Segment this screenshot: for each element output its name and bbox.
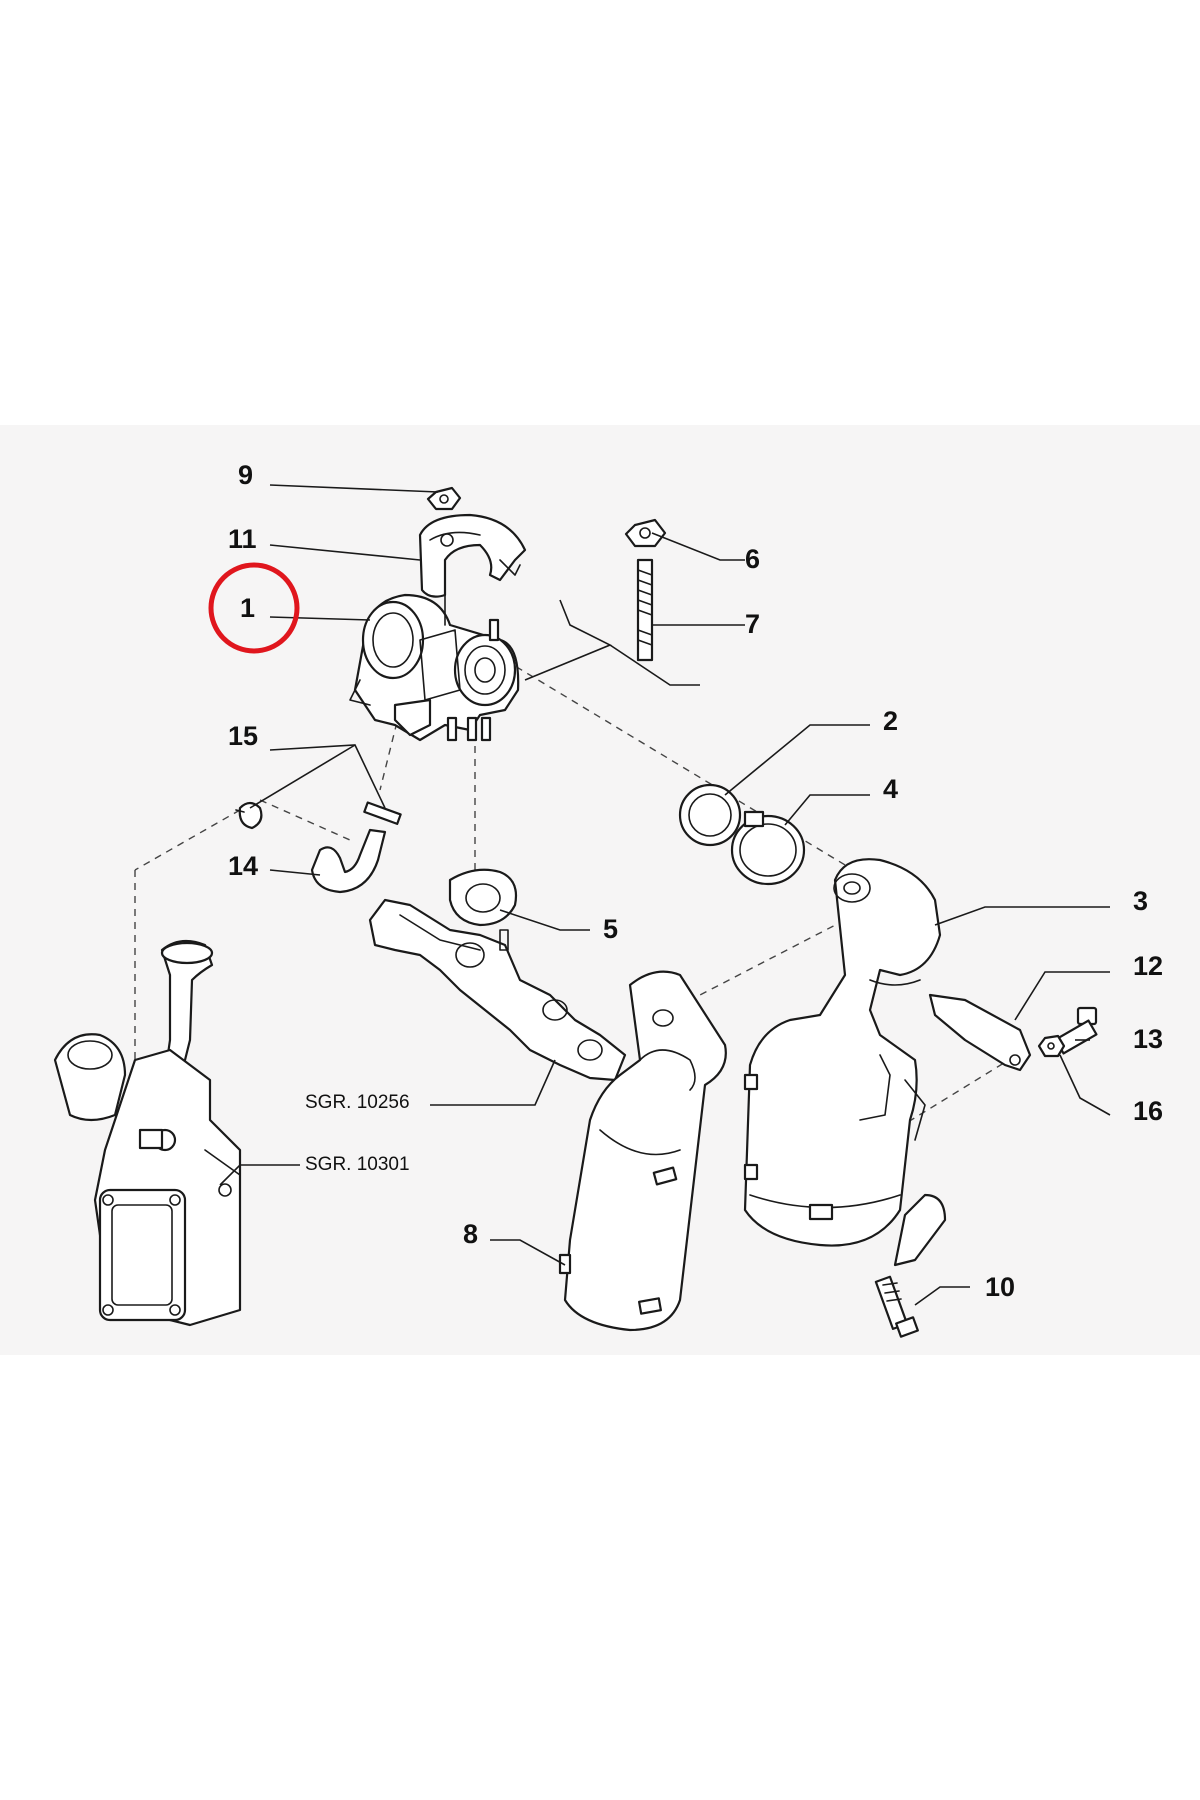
callout-1: 1 — [240, 593, 255, 623]
leader-15b — [249, 744, 356, 809]
callout-12: 12 — [1133, 951, 1163, 981]
pipe-outline-lines — [524, 599, 700, 686]
part-9-nut — [426, 486, 462, 511]
highlight-circle-part-1 — [208, 562, 300, 654]
callout-3: 3 — [1133, 886, 1148, 916]
leader-14 — [269, 869, 321, 876]
part-7-stud — [636, 558, 654, 662]
callout-6: 6 — [745, 544, 760, 574]
dash-turbo-to-catalyst — [504, 659, 871, 881]
dash-hose — [259, 799, 351, 841]
leader-11 — [269, 544, 421, 561]
callout-15: 15 — [228, 721, 258, 751]
leader-2 — [724, 724, 870, 796]
dash-clip-to-filter — [134, 809, 241, 871]
part-16-nut — [1037, 1034, 1066, 1058]
part-15-clips — [235, 801, 402, 830]
leader-5 — [499, 909, 590, 931]
reference-sgr-10301: SGR. 10301 — [305, 1154, 410, 1175]
leader-12 — [1014, 971, 1110, 1021]
callout-8: 8 — [463, 1219, 478, 1249]
part-12-bracket — [928, 993, 1032, 1072]
callout-9: 9 — [238, 460, 253, 490]
callout-11: 11 — [228, 524, 257, 554]
leader-6 — [651, 532, 745, 561]
part-10-bolt — [874, 1275, 919, 1338]
part-14-hose — [310, 828, 387, 894]
callout-7: 7 — [745, 609, 760, 639]
leader-1 — [269, 616, 371, 621]
oil-filter-housing — [53, 939, 242, 1327]
callout-10: 10 — [985, 1272, 1015, 1302]
callout-labels: 9 11 1 6 7 2 4 15 14 5 3 12 13 16 8 10 S… — [228, 460, 1163, 1302]
leader-4 — [784, 794, 870, 826]
exhaust-manifold — [368, 898, 627, 1082]
part-8-catalyst-shield — [558, 970, 727, 1332]
leader-10 — [914, 1286, 970, 1306]
leader-sgr-10301 — [219, 1164, 300, 1186]
dash-catalyst-to-dpf — [699, 919, 846, 996]
leader-8 — [490, 1239, 566, 1266]
callout-2: 2 — [883, 706, 898, 736]
part-3-particulate-filter — [743, 858, 947, 1267]
leader-sgr-10256 — [430, 1059, 556, 1106]
part-6-nut — [624, 518, 667, 548]
callout-13: 13 — [1133, 1024, 1163, 1054]
callout-16: 16 — [1133, 1096, 1163, 1126]
leader-16 — [1059, 1054, 1111, 1116]
leader-15a — [269, 744, 386, 809]
part-4-clamp — [730, 810, 806, 886]
assembly-dashed-lines — [134, 659, 1026, 1131]
callout-14: 14 — [228, 851, 258, 881]
leader-3 — [934, 906, 1110, 926]
part-13-bolt — [1054, 1006, 1098, 1055]
callout-leader-lines — [219, 484, 1111, 1306]
part-2-gasket-ring — [678, 783, 742, 847]
part-11-heat-shield — [418, 513, 527, 598]
part-1-turbocharger — [349, 593, 520, 742]
leader-9 — [269, 484, 439, 493]
reference-sgr-10256: SGR. 10256 — [305, 1092, 410, 1113]
part-5-gasket — [448, 868, 518, 927]
callout-5: 5 — [603, 914, 618, 944]
callout-4: 4 — [883, 774, 898, 804]
